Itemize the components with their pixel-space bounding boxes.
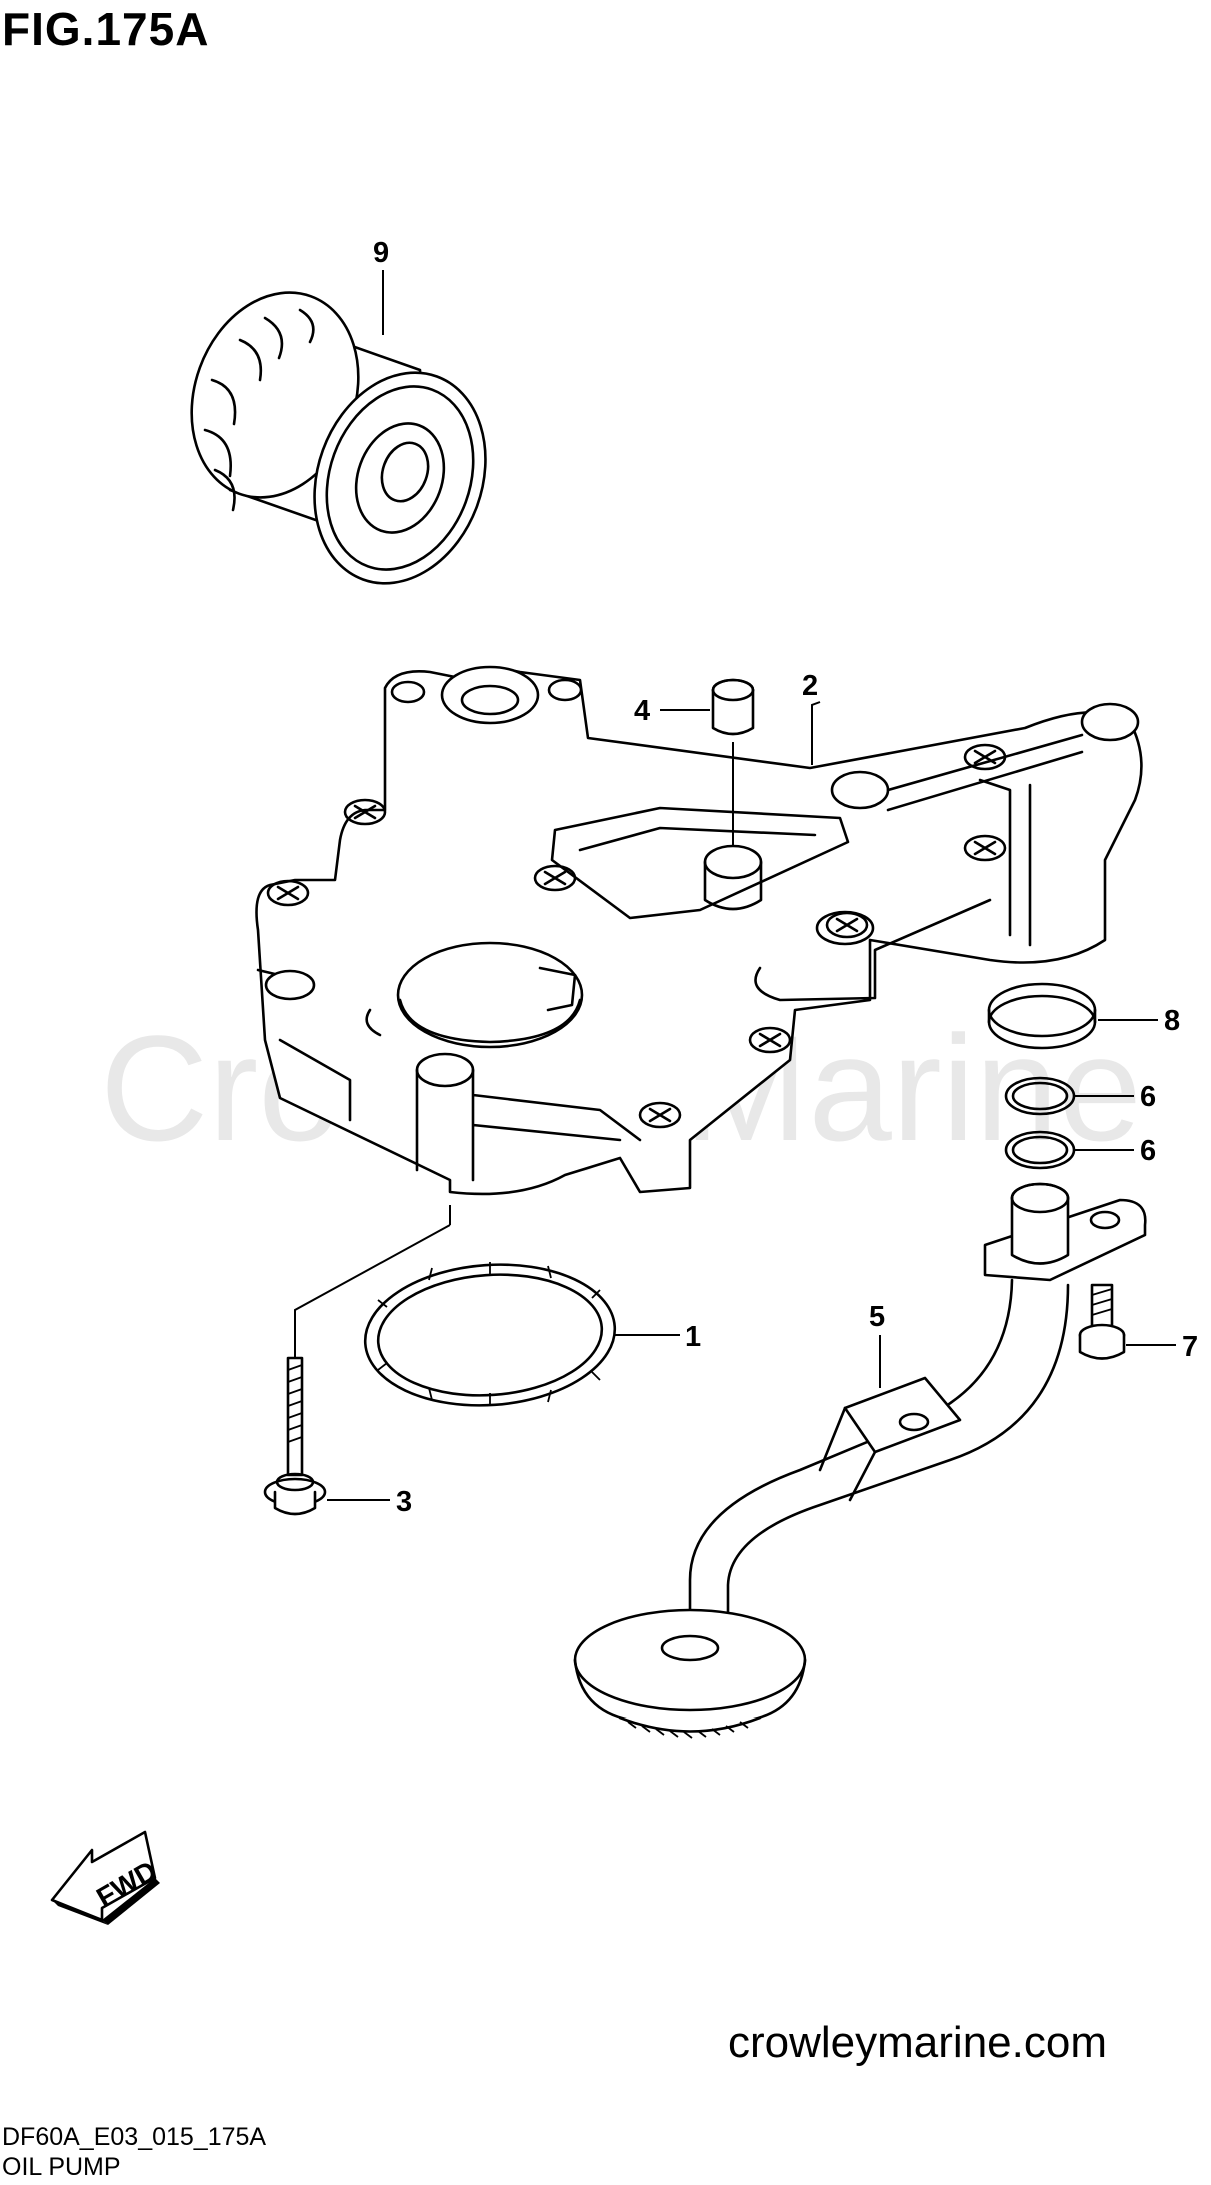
callout-1: 1	[685, 1321, 701, 1353]
oil-strainer-part[interactable]	[573, 1182, 1147, 1739]
callout-5: 5	[869, 1301, 885, 1333]
strainer-bolt-part[interactable]	[1078, 1283, 1126, 1360]
callout-8: 8	[1164, 1005, 1180, 1037]
site-label: crowleymarine.com	[728, 2018, 1107, 2067]
callout-2: 2	[802, 670, 818, 702]
callout-7: 7	[1182, 1331, 1198, 1363]
fwd-arrow-icon: FWD	[50, 1830, 162, 1925]
callout-6-lower: 6	[1140, 1135, 1156, 1167]
callout-4: 4	[634, 695, 650, 727]
dowel-pin-part[interactable]	[711, 678, 755, 736]
oil-filter-part[interactable]	[164, 269, 514, 608]
figure-title: FIG.175A	[2, 3, 210, 55]
diagram-caption: OIL PUMP	[2, 2153, 121, 2181]
drawing-code: DF60A_E03_015_175A	[2, 2123, 267, 2151]
seal-ring-part[interactable]	[987, 982, 1097, 1050]
bolt-part[interactable]	[263, 1356, 327, 1516]
callout-9: 9	[373, 237, 389, 269]
oil-pump-body-part[interactable]	[255, 665, 1143, 1196]
callout-6-upper: 6	[1140, 1081, 1156, 1113]
gasket-ring-part[interactable]	[360, 1256, 619, 1413]
callout-3: 3	[396, 1486, 412, 1518]
